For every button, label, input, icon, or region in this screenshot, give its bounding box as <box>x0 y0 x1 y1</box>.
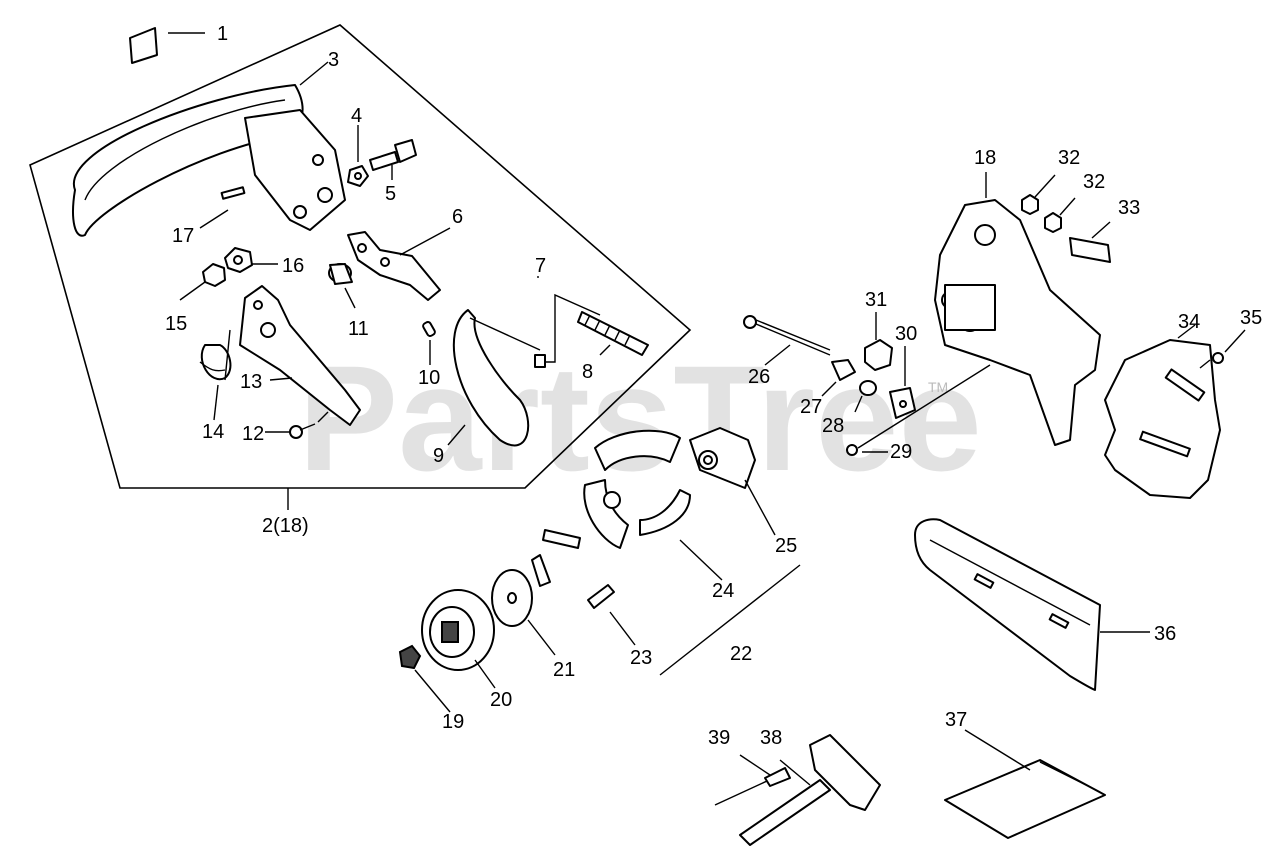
callout-9: 9 <box>433 445 444 467</box>
part-26-adjusting-screw[interactable] <box>743 315 831 366</box>
callout-26: 26 <box>748 366 770 388</box>
callout-23: 23 <box>630 647 652 669</box>
callout-22: 22 <box>730 643 752 665</box>
callout-14: 14 <box>202 421 224 443</box>
callout-25: 25 <box>775 535 797 557</box>
part-15-nut[interactable] <box>179 263 226 301</box>
callout-38: 38 <box>760 727 782 749</box>
callout-36: 36 <box>1154 623 1176 645</box>
part-33-label[interactable] <box>1069 221 1111 263</box>
callout-numbers: 1 3 4 5 6 7 8 9 10 11 12 13 14 15 16 17 … <box>165 23 1262 749</box>
callout-27: 27 <box>800 396 822 418</box>
callout-15: 15 <box>165 313 187 335</box>
callout-5: 5 <box>385 183 396 205</box>
part-38-wrench[interactable] <box>739 734 881 846</box>
callout-12: 12 <box>242 423 264 445</box>
callout-29: 29 <box>890 441 912 463</box>
part-23-clutch-springs[interactable] <box>531 529 636 646</box>
part-7-spring-assembly[interactable] <box>534 276 601 368</box>
part-19-needle-bearing[interactable] <box>398 644 451 713</box>
callout-1: 1 <box>217 23 228 45</box>
part-39-file[interactable] <box>714 754 791 806</box>
callout-7: 7 <box>535 255 546 277</box>
callout-37: 37 <box>945 709 967 731</box>
callout-35: 35 <box>1240 307 1262 329</box>
part-32-nut-upper[interactable] <box>1021 174 1056 215</box>
callout-10: 10 <box>418 367 440 389</box>
callout-3: 3 <box>328 49 339 71</box>
part-24-clutch-shoes[interactable] <box>583 429 723 581</box>
part-37-manual[interactable] <box>944 729 1106 839</box>
part-30-plate[interactable] <box>889 346 916 419</box>
part-29-screw[interactable] <box>846 364 991 456</box>
part-6-brake-link[interactable] <box>347 227 451 301</box>
part-16-nut[interactable] <box>224 247 278 273</box>
part-21-washer[interactable] <box>491 569 556 656</box>
callout-13: 13 <box>240 371 262 393</box>
part-9-brake-band[interactable] <box>447 309 541 447</box>
part-14-spring[interactable] <box>199 329 232 421</box>
callout-33: 33 <box>1118 197 1140 219</box>
part-31-adjuster[interactable] <box>864 312 893 371</box>
callout-11: 11 <box>348 318 369 340</box>
callout-18: 18 <box>974 147 996 169</box>
part-4-nut[interactable] <box>347 125 369 187</box>
part-11-collar[interactable] <box>328 263 356 309</box>
callout-2-18: 2(18) <box>262 515 309 537</box>
part-22-group-leader <box>659 564 801 676</box>
part-20-clutch-drum[interactable] <box>421 589 496 689</box>
part-10-pin[interactable] <box>422 321 436 365</box>
callout-16: 16 <box>282 255 304 277</box>
callout-32-upper: 32 <box>1058 147 1080 169</box>
part-8-spring[interactable] <box>577 311 649 356</box>
part-1-label-sticker[interactable] <box>129 27 205 64</box>
callout-17: 17 <box>172 225 194 247</box>
callout-6: 6 <box>452 206 463 228</box>
part-32-nut-lower[interactable] <box>1044 197 1076 233</box>
part-12-screw[interactable] <box>265 411 329 439</box>
part-36-guide-bar[interactable] <box>914 518 1150 691</box>
callout-8: 8 <box>582 361 593 383</box>
callout-34: 34 <box>1178 311 1200 333</box>
callout-4: 4 <box>351 105 362 127</box>
part-27-adjuster-pin[interactable] <box>821 359 856 397</box>
callout-24: 24 <box>712 580 734 602</box>
callout-19: 19 <box>442 711 464 733</box>
callout-28: 28 <box>822 415 844 437</box>
callout-39: 39 <box>708 727 730 749</box>
callout-31: 31 <box>865 289 887 311</box>
kit-boundary-outline <box>29 24 692 489</box>
part-28-washer[interactable] <box>854 380 877 413</box>
callout-32-lower: 32 <box>1083 171 1105 193</box>
part-25-clutch-hub[interactable] <box>689 427 776 536</box>
trademark-mark: TM <box>928 379 948 395</box>
part-5-bolt[interactable] <box>369 139 417 180</box>
part-34-side-cover[interactable] <box>1104 324 1221 499</box>
part-17-bar-plate[interactable] <box>199 109 346 231</box>
callout-21: 21 <box>553 659 575 681</box>
callout-30: 30 <box>895 323 917 345</box>
part-18-sprocket-cover[interactable] <box>934 172 1101 446</box>
part-13-brake-lever[interactable] <box>239 285 361 426</box>
part-35-screw[interactable] <box>1199 329 1246 369</box>
callout-20: 20 <box>490 689 512 711</box>
